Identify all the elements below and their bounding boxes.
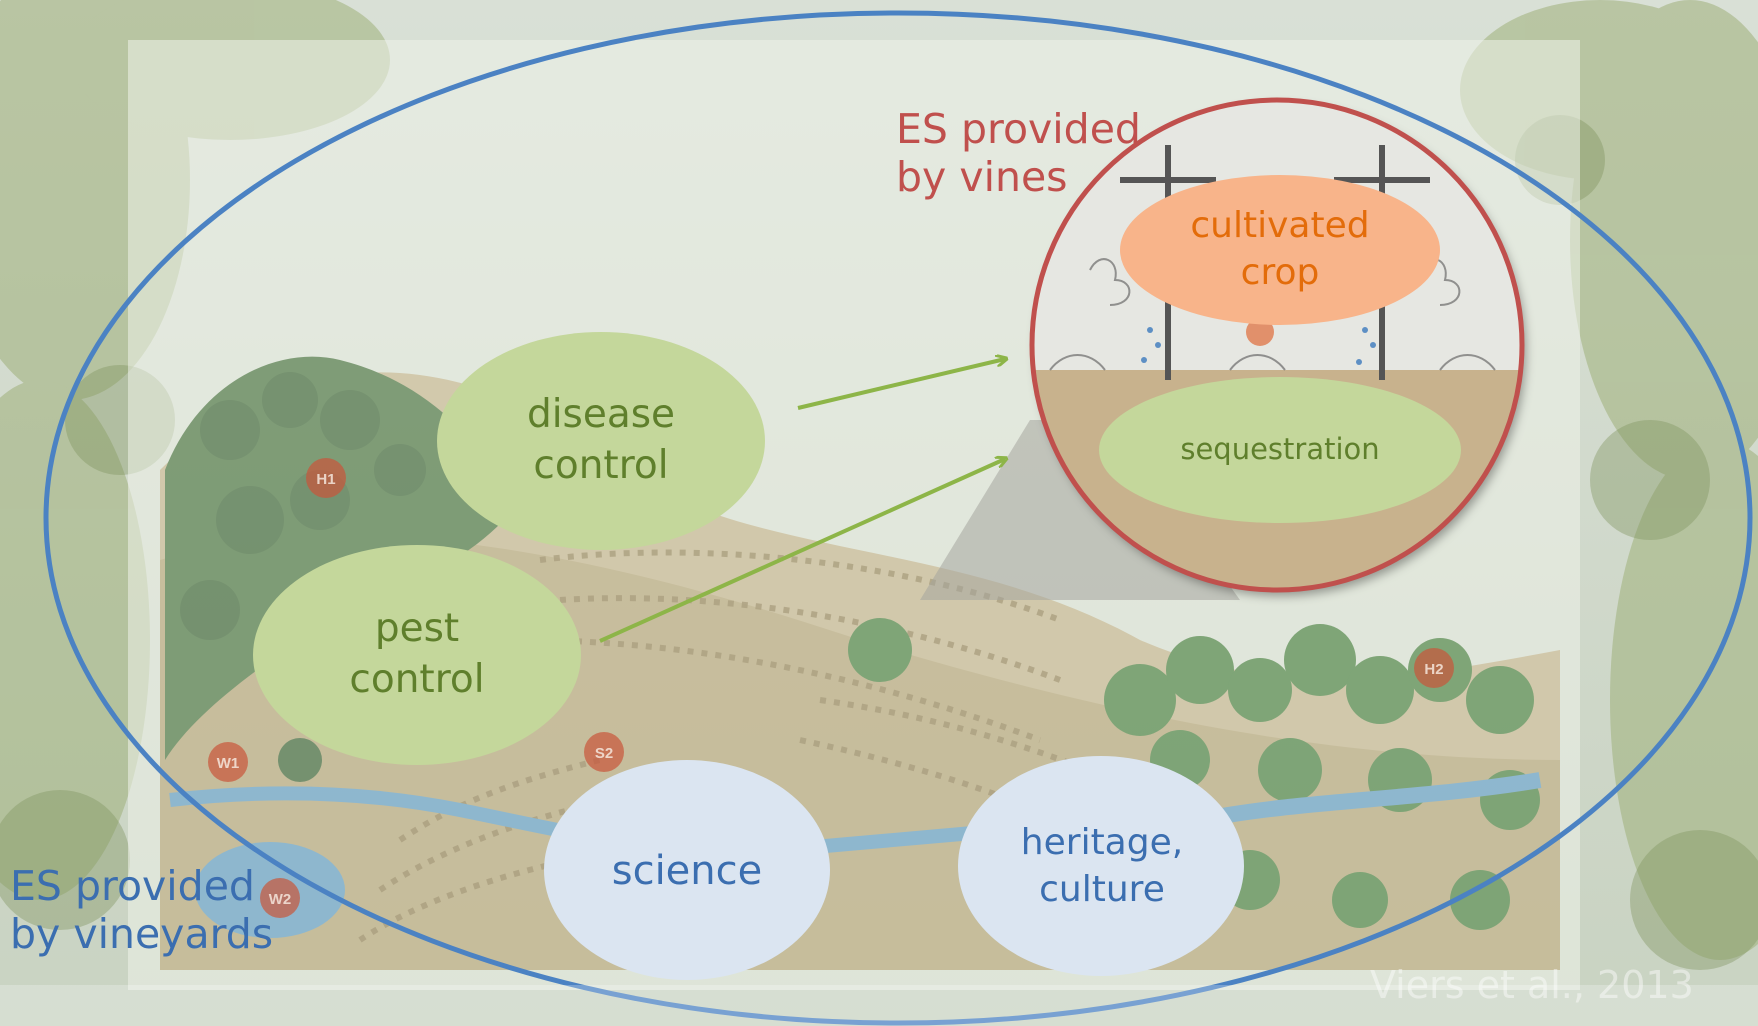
marker-label: W1	[217, 755, 240, 772]
science-node	[544, 760, 830, 980]
marker-label: H2	[1424, 661, 1443, 678]
cultivated-crop-text: cultivated crop	[1190, 205, 1370, 293]
pest-control-arrow	[599, 459, 1005, 643]
vineyards-scope-label: ES provided by vineyards	[10, 862, 274, 959]
sequestration-text: sequestration	[1180, 432, 1380, 467]
heritage-culture-node	[958, 756, 1244, 976]
marker-label: S2	[595, 745, 613, 762]
pest-control-node	[253, 545, 581, 765]
cultivated-crop-node	[1120, 175, 1440, 325]
citation-text: Viers et al., 2013	[1370, 963, 1694, 1007]
disease-control-node	[437, 332, 765, 550]
marker-w2	[260, 878, 300, 918]
vineyards-scope-ellipse	[43, 10, 1753, 1026]
disease-control-text: disease control	[526, 392, 676, 488]
sequestration-node	[1099, 377, 1461, 523]
vines-scope-label: ES provided by vines	[896, 105, 1141, 202]
heritage-culture-text: heritage, culture	[1020, 822, 1184, 910]
disease-control-arrow	[797, 359, 1005, 410]
marker-label: H1	[316, 471, 335, 488]
pest-control-text: pest control	[349, 606, 485, 702]
marker-s2	[584, 732, 624, 772]
marker-label: W2	[269, 891, 292, 908]
science-text: science	[611, 848, 763, 894]
marker-h1	[306, 458, 346, 498]
background-markers	[208, 342, 1454, 918]
marker-w1	[208, 742, 248, 782]
marker-h2	[1414, 648, 1454, 688]
